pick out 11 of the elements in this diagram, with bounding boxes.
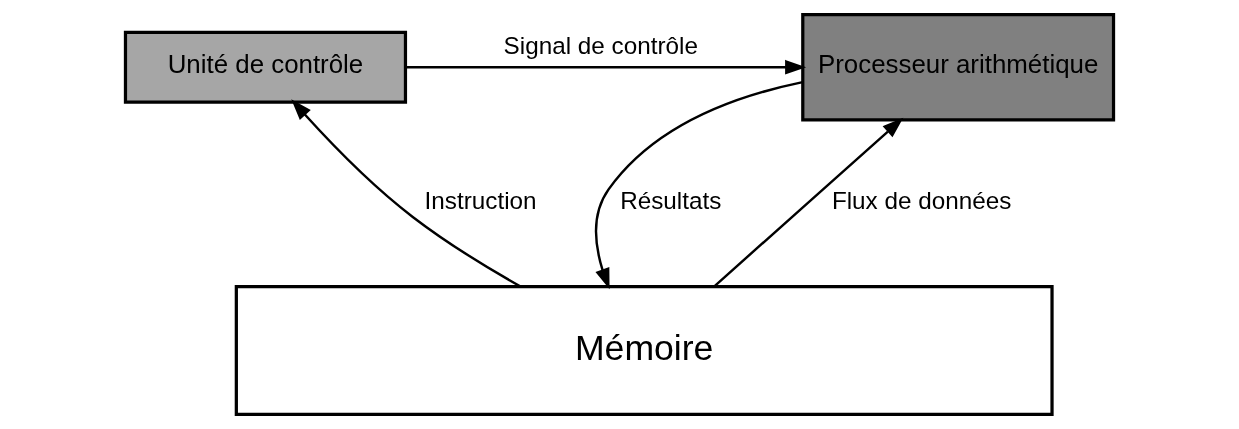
edge-label: Instruction xyxy=(424,186,537,214)
node-box: Mémoire xyxy=(234,284,1054,416)
arrow xyxy=(713,117,904,287)
edge-label: Flux de données xyxy=(831,186,1012,214)
arrow xyxy=(594,80,803,290)
edge-label: Résultats xyxy=(620,186,722,214)
arrow xyxy=(291,99,521,288)
edge-label: Signal de contrôle xyxy=(503,32,698,60)
arrow xyxy=(405,59,807,75)
node-box: Processeur arithmétique xyxy=(801,13,1116,122)
node-box: Unité de contrôle xyxy=(123,30,408,104)
